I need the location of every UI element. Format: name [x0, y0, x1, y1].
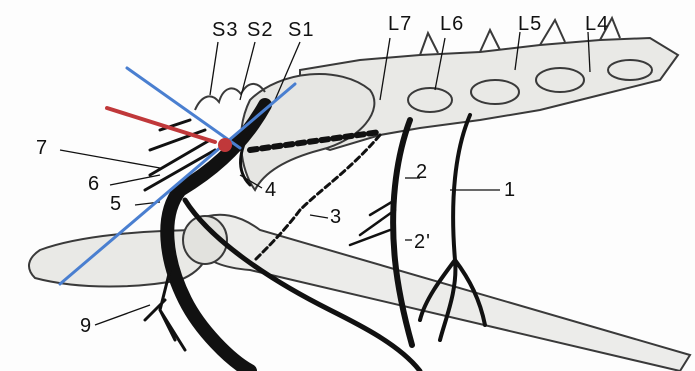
label-l6: L6: [440, 14, 464, 34]
label-s2: S2: [247, 20, 273, 40]
label-nerve-9: 9: [80, 316, 92, 336]
nerve-2-branches: [350, 200, 395, 245]
label-l5: L5: [518, 14, 542, 34]
ilium: [241, 74, 374, 190]
label-s1: S1: [288, 20, 314, 40]
label-nerve-1: 1: [504, 180, 516, 200]
label-l7: L7: [388, 14, 412, 34]
label-nerve-6: 6: [88, 174, 100, 194]
label-nerve-2: 2: [416, 162, 428, 182]
label-nerve-2-prime: 2': [414, 232, 431, 252]
femur: [195, 215, 690, 371]
label-nerve-7: 7: [36, 138, 48, 158]
label-l4: L4: [585, 14, 609, 34]
label-s3: S3: [212, 20, 238, 40]
label-nerve-3: 3: [330, 207, 342, 227]
label-nerve-4: 4: [265, 180, 277, 200]
label-nerve-5: 5: [110, 194, 122, 214]
nerve-2: [393, 120, 412, 345]
